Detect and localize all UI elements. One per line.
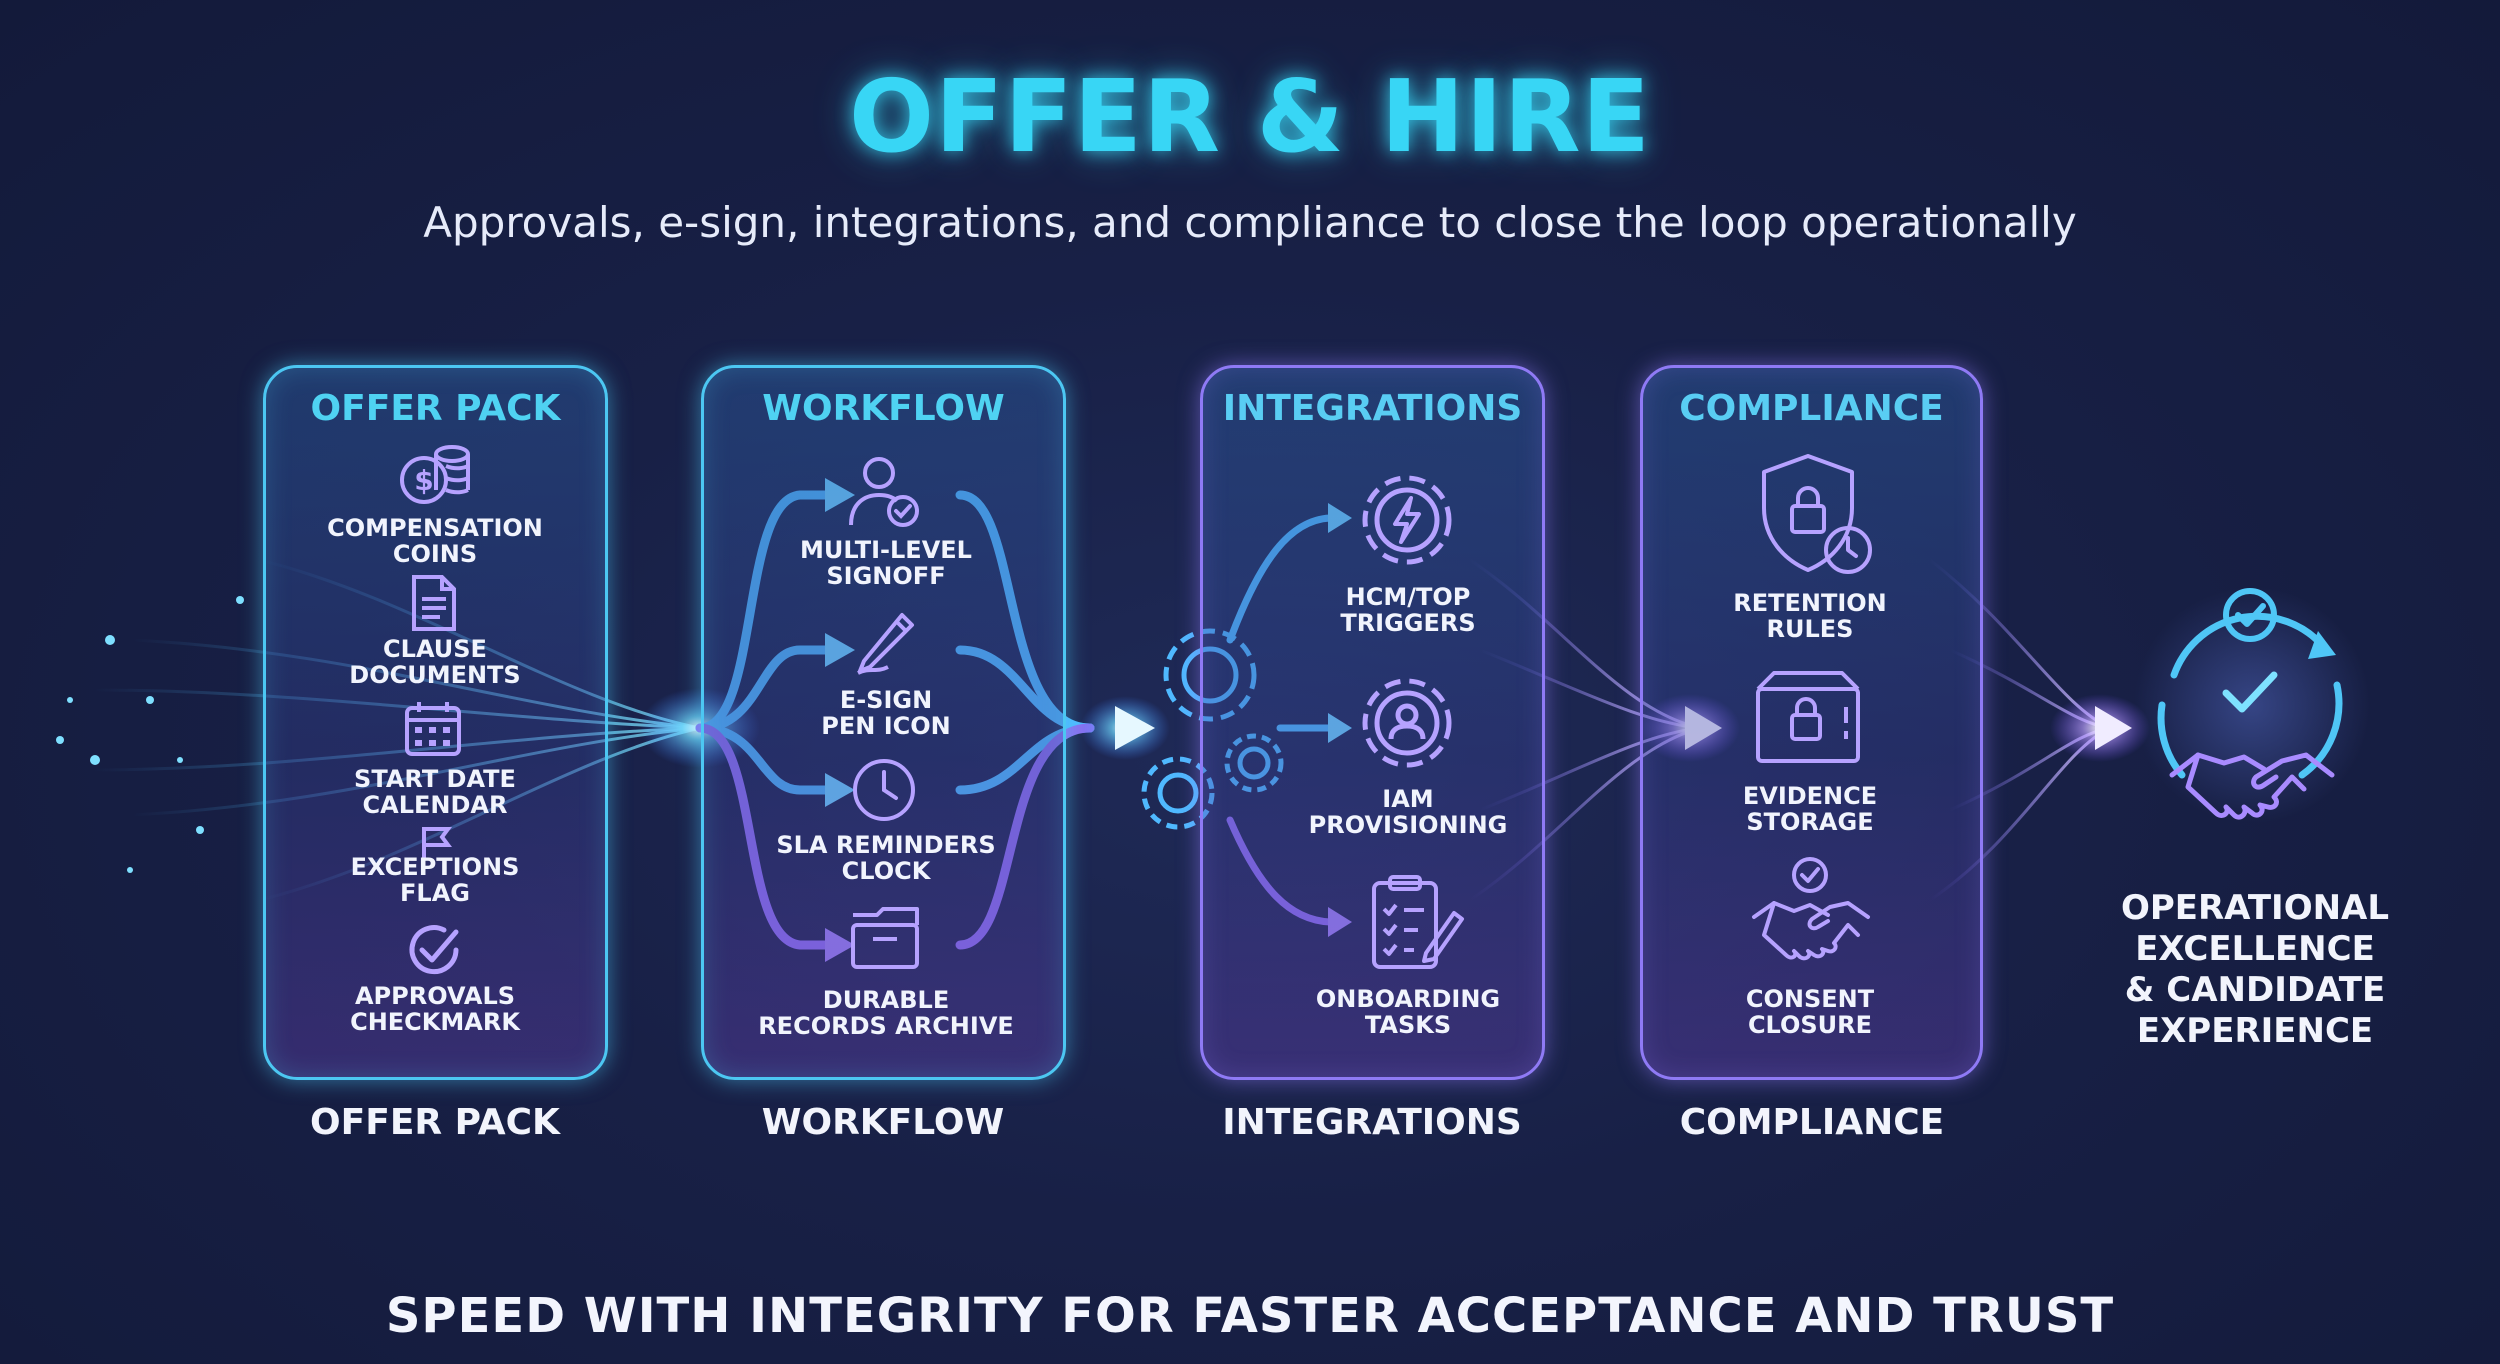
footer-tagline: SPEED WITH INTEGRITY FOR FASTER ACCEPTAN… <box>385 1288 2115 1344</box>
pen-icon <box>857 613 914 675</box>
handshake-check-icon <box>2134 587 2370 823</box>
clock-icon <box>853 759 915 821</box>
item-evidence-storage: EVIDENCE STORAGE <box>1742 782 1878 836</box>
item-consent-closure: CONSENT CLOSURE <box>1745 985 1875 1039</box>
column-label-workflow: WORKFLOW <box>761 1102 1005 1143</box>
page-title: OFFER & HIRE <box>849 58 1651 175</box>
panel-heading: INTEGRATIONS <box>1222 388 1523 429</box>
item-hcm-top-triggers: HCM/TOP TRIGGERS <box>1340 583 1476 637</box>
shield-lock-icon <box>1762 454 1872 574</box>
gears-icon <box>1141 628 1284 830</box>
panel-heading: COMPLIANCE <box>1679 388 1944 429</box>
checkmark-icon <box>409 925 459 975</box>
item-retention-rules: RETENTION RULES <box>1733 589 1887 643</box>
item-multi-level-signoff: MULTI-LEVEL SIGNOFF <box>800 536 972 590</box>
item-onboarding-tasks: ONBOARDING TASKS <box>1315 985 1501 1039</box>
document-icon <box>412 575 456 631</box>
column-label-compliance: COMPLIANCE <box>1679 1102 1945 1143</box>
locked-box-icon <box>1756 671 1860 763</box>
item-iam-provisioning: IAM PROVISIONING <box>1308 785 1508 839</box>
handshake-icon <box>1752 857 1870 961</box>
column-label-integrations: INTEGRATIONS <box>1222 1102 1522 1143</box>
item-durable-records-archive: DURABLE RECORDS ARCHIVE <box>758 986 1014 1040</box>
user-check-icon <box>849 457 919 527</box>
item-exceptions-flag: EXCEPTIONS FLAG <box>350 853 520 907</box>
item-compensation-coins: COMPENSATION COINS <box>327 514 543 568</box>
item-e-sign-pen-icon: E-SIGN PEN ICON <box>821 686 951 740</box>
gear-user-icon <box>1362 678 1452 768</box>
panel-heading: WORKFLOW <box>762 388 1005 429</box>
panel-heading: OFFER PACK <box>310 388 561 429</box>
item-approvals-checkmark: APPROVALS CHECKMARK <box>350 982 520 1036</box>
archive-icon <box>851 907 919 969</box>
svg-text:$: $ <box>414 464 433 497</box>
item-start-date-calendar: START DATE CALENDAR <box>354 765 516 819</box>
gear-bolt-icon <box>1362 475 1452 565</box>
column-label-offer-pack: OFFER PACK <box>310 1102 560 1143</box>
flag-icon <box>422 827 452 859</box>
item-clause-documents: CLAUSE DOCUMENTS <box>349 635 521 689</box>
page-subtitle: Approvals, e-sign, integrations, and com… <box>423 198 2077 247</box>
panel-compliance: COMPLIANCE <box>1640 365 1983 1080</box>
item-sla-reminders-clock: SLA REMINDERS CLOCK <box>776 831 996 885</box>
outcome-label: OPERATIONAL EXCELLENCE & CANDIDATE EXPER… <box>2120 888 2390 1051</box>
calendar-icon <box>405 702 461 756</box>
clipboard-icon <box>1372 875 1464 969</box>
coins-icon: $ <box>400 445 470 504</box>
